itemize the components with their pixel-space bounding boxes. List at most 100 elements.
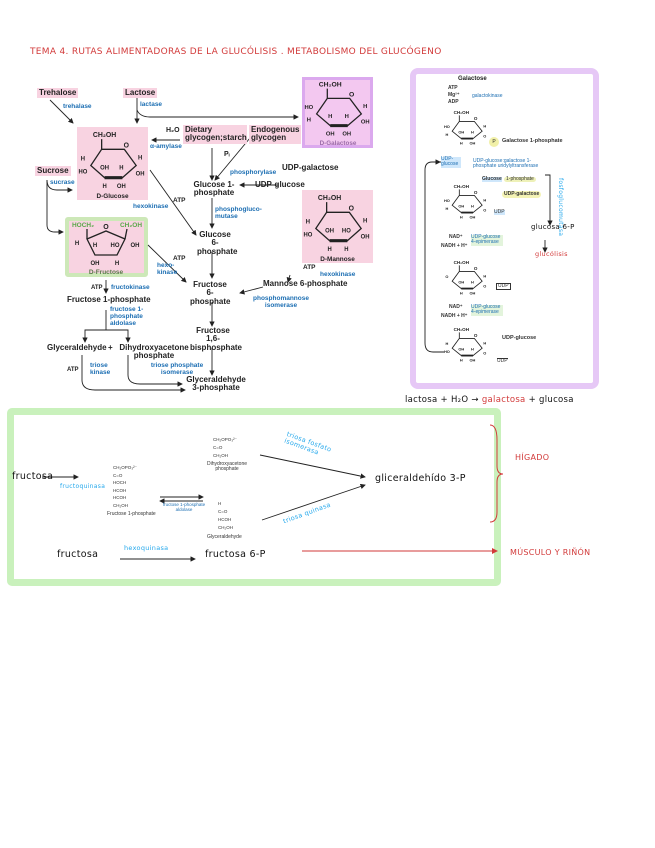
substituent-label: H (306, 219, 310, 225)
sugar-name-label: D-Fructose (89, 269, 124, 276)
fructoquinasa-enzyme: fructoquinasa (60, 483, 106, 490)
udp-glucose-tag: UDP- glucose (441, 156, 461, 168)
udp-label: UDP (496, 283, 511, 291)
musculo-rinon-label: MÚSCULO Y RIÑÓN (510, 548, 591, 557)
trehalose-label: Trehalose (37, 88, 79, 99)
glucose-1-phosphate-label: Glucose 1-phosphate (193, 180, 235, 198)
atp-label: ATP (448, 85, 458, 91)
structure-line: CH₂OPO₃²⁻ (113, 465, 137, 470)
ring-bonds (314, 202, 363, 242)
substituent-label: H (483, 342, 486, 346)
galactose-highlight (302, 77, 373, 148)
structure-line: C=O (113, 472, 123, 478)
plus-sign: + (108, 343, 113, 352)
substituent-label: H (363, 104, 367, 110)
hoch2-label: HOCH₂ (72, 222, 94, 229)
substituent-label: H (460, 292, 463, 296)
epimerase-enzyme: UDP-glucose 4-epimerase (471, 304, 503, 316)
structure-line: HOCH (113, 480, 127, 485)
galactose-1-phosphate-label: Galactose 1-phosphate (502, 138, 563, 144)
substituent-label: HO (303, 233, 312, 239)
phosphate-circle: P (489, 137, 499, 147)
substituent-label: H (471, 131, 474, 135)
substituent-label: OH (131, 243, 140, 249)
h2o-term: H₂O (450, 395, 469, 405)
nadh-label: NADH + H⁺ (441, 313, 468, 319)
substituent-label: HO (78, 170, 87, 176)
atp-label: ATP (67, 367, 79, 373)
dihydroxyacetone-phosphate-label: Dihydroxyacetone phosphate (119, 343, 189, 361)
phosphoglucomutase-enzyme: phosphogluco- mutase (215, 206, 262, 220)
substituent-label: OH (458, 131, 464, 135)
hexokinase-enzyme: hexokinase (320, 271, 356, 278)
trehalase-enzyme: trehalase (63, 103, 92, 110)
substituent-label: H (138, 155, 142, 161)
udp-label: UDP (494, 209, 505, 216)
substituent-label: H (483, 275, 486, 279)
hexoquinasa-enzyme: hexoquinasa (124, 544, 169, 552)
substituent-label: H (307, 118, 311, 124)
glucolisis-note: glucólisis (535, 250, 568, 258)
nad-label: NAD⁺ (449, 234, 463, 240)
fructose-1-phosphate-aldolase-enzyme: fructose 1- phosphate aldolase (110, 306, 144, 327)
glyceraldehyde-label: Glyceraldehyde (47, 343, 107, 352)
substituent-label: OH (469, 359, 475, 363)
ch2oh-label: CH₂OH (318, 195, 341, 202)
ring-bonds (451, 332, 483, 356)
substituent-label: H (446, 207, 449, 211)
ring-oxygen-label: O (474, 190, 478, 195)
substituent-label: O (483, 351, 486, 355)
mg-label: Mg²⁺ (448, 92, 460, 98)
substituent-label: HO (342, 229, 351, 235)
substituent-label: O (483, 208, 486, 212)
nadh-label: NADH + H⁺ (441, 243, 468, 249)
substituent-label: HO (111, 243, 120, 249)
fructose-1-6-bisphosphate-label: Fructose 1,6- bisphosphate (190, 326, 243, 352)
substituent-label: OH (469, 142, 475, 146)
structure-line: CH₂OH (218, 525, 233, 530)
mannose-highlight (302, 190, 373, 263)
atp-label: ATP (173, 197, 186, 204)
substituent-label: H (483, 125, 486, 129)
substituent-label: O (445, 275, 448, 279)
substituent-label: OH (326, 131, 335, 137)
substituent-label: H (327, 247, 331, 253)
substituent-label: H (344, 247, 348, 253)
plus-sign: + (440, 395, 448, 405)
galactokinase-enzyme: galactokinase (472, 93, 503, 99)
substituent-label: H (471, 348, 474, 352)
atp-label: ATP (91, 285, 103, 291)
lactose-hydrolysis-equation: lactosa + H₂O → galactosa + glucosa (405, 396, 574, 405)
glucosa-term: glucosa (539, 395, 574, 405)
structure-line: C=O (213, 445, 223, 450)
structure-line: HCOH (113, 487, 127, 493)
substituent-label: H (460, 359, 463, 363)
ch2oh-label: CH₂OH (454, 327, 469, 332)
substituent-label: H (102, 184, 106, 190)
fructose-6-phosphate-label: Fructose 6-phosphate (190, 280, 231, 306)
mannose-6-phosphate-label: Mannose 6-phosphate (263, 279, 348, 288)
fructose-1-phosphate-label: Fructose 1-phosphate (67, 295, 151, 304)
hexokinase-enzyme: hexo- kinase (157, 262, 178, 276)
structure-line: HCOH (113, 495, 127, 500)
pi-label: Pᵢ (224, 151, 230, 158)
dietary-glycogen-label: Dietary glycogen;starch (183, 125, 247, 144)
structure-line: CH₂OH (213, 453, 228, 458)
galactose-metabolism-frame (410, 68, 599, 389)
hexokinase-enzyme: hexokinase (133, 203, 169, 210)
ch2oh-label: CH₂OH (454, 184, 469, 189)
fructose-highlight (65, 217, 148, 277)
ring-bonds (451, 265, 483, 289)
higado-label: HÍGADO (515, 453, 550, 462)
sugar-name-label: D-Glucose (96, 193, 128, 200)
fructosa-6p-label: fructosa 6-P (205, 549, 266, 560)
udp-glucose-label: UDP-glucose (255, 180, 305, 189)
epimerase-enzyme: UDP-glucose 4-epimerase (471, 234, 503, 246)
substituent-label: H (93, 243, 97, 249)
structure-line: C=O (218, 509, 228, 514)
galactose-label: Galactose (458, 76, 487, 82)
substituent-label: H (115, 261, 119, 267)
